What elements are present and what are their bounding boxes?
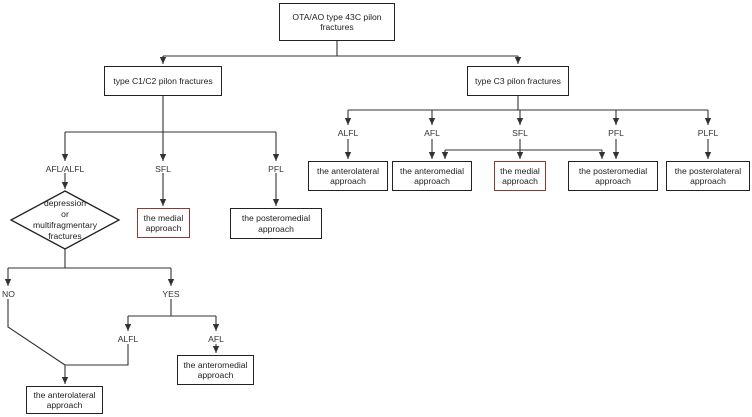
node-c3-medial: the medial approach (494, 161, 546, 191)
label-c3-sfl: SFL (512, 128, 528, 138)
node-c1-anteromedial: the anteromedial approach (177, 355, 254, 385)
label-yes-afl: AFL (208, 334, 224, 344)
label-c1-pfl: PFL (268, 164, 284, 174)
label-c3-alfl: ALFL (337, 128, 359, 138)
label-c3-pfl: PFL (608, 128, 624, 138)
node-c3-anteromedial: the anteromedial approach (392, 161, 472, 191)
node-c3-posterolateral: the posterolateral approach (666, 161, 750, 191)
label-c1-sfl: SFL (155, 164, 171, 174)
node-c1-anterolateral: the anterolateral approach (26, 386, 103, 414)
node-c1-medial: the medial approach (137, 208, 190, 238)
label-c3-afl: AFL (424, 128, 440, 138)
no-line (7, 299, 66, 366)
node-c1c2: type C1/C2 pilon fractures (104, 66, 222, 96)
node-c3-anterolateral: the anterolateral approach (308, 161, 388, 191)
decision-text: depression or multifragmentary fractures (33, 198, 97, 241)
label-afl-alfl: AFL/ALFL (45, 164, 85, 174)
node-root: OTA/AO type 43C pilon fractures (279, 3, 395, 41)
yes-alfl-line (65, 344, 129, 366)
label-no: NO (2, 289, 15, 299)
decision-diamond (9, 190, 121, 250)
label-yes: YES (162, 289, 180, 299)
label-c3-plfl: PLFL (697, 128, 719, 138)
node-c3: type C3 pilon fractures (467, 66, 569, 96)
label-yes-alfl: ALFL (117, 334, 139, 344)
node-c3-posteromedial: the posteromedial approach (568, 161, 658, 191)
node-c1-posteromedial: the posteromedial approach (230, 208, 322, 239)
